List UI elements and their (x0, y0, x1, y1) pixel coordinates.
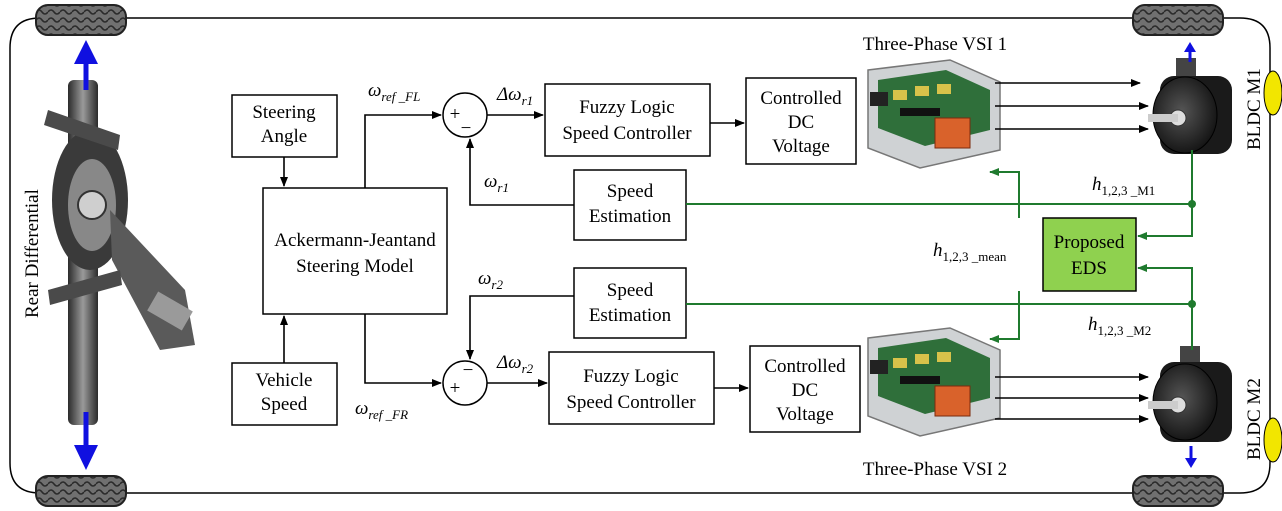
steering-model-line2: Steering Model (296, 256, 414, 277)
sum-top-plus: + (450, 104, 461, 125)
flc-bottom-line2: Speed Controller (566, 392, 696, 413)
axle-arrowhead-down-icon (74, 445, 98, 470)
signal-wires (280, 79, 1149, 423)
motor-m1-arrowhead-icon (1184, 42, 1196, 52)
vehicle-speed-line1: Vehicle (256, 370, 313, 391)
vsi1-label: Three-Phase VSI 1 (863, 34, 1007, 55)
rear-differential-icon (44, 80, 195, 425)
cdc-top-line2: DC (788, 112, 814, 133)
cdc-bottom-line1: Controlled (764, 356, 846, 377)
sum-bottom-plus: + (450, 378, 461, 399)
omega-ref-fl-label: ωref _FL (368, 80, 420, 104)
flc-top-line2: Speed Controller (562, 123, 692, 144)
junction-dot-m2 (1188, 300, 1196, 308)
hall-m1-label: h1,2,3 _M1 (1092, 174, 1155, 198)
omega-ref-fr-label: ωref _FR (355, 398, 408, 422)
bldc-motor-m1-icon (1148, 58, 1232, 154)
steering-model-block (262, 187, 448, 315)
inverter-vsi1-icon (867, 59, 1001, 169)
sum-top-minus: − (461, 118, 472, 139)
wheel-front-right-icon (1132, 4, 1224, 36)
steering-angle-line2: Angle (261, 126, 307, 147)
controlled-dc-top-block (745, 77, 857, 165)
bldc-motor-m2-icon (1148, 346, 1232, 442)
hall-feedback-wires (686, 150, 1193, 350)
vehicle-chassis-outline (9, 17, 1271, 494)
wheel-front-left-icon (35, 4, 127, 36)
fuzzy-controller-bottom-block (548, 351, 715, 425)
junction-dot-m1 (1188, 200, 1196, 208)
cdc-top-line1: Controlled (760, 88, 842, 109)
cdc-top-line3: Voltage (772, 136, 830, 157)
vehicle-speed-line2: Speed (261, 394, 308, 415)
indicator-top-icon (1263, 70, 1282, 116)
steering-angle-block (231, 94, 338, 158)
speed-estimation-bottom-block (573, 267, 687, 339)
delta-omega-r1-label: Δωr1 (496, 84, 533, 108)
steering-model-line1: Ackermann-Jeantand (274, 230, 436, 251)
hall-mean-label: h1,2,3 _mean (933, 240, 1007, 264)
bldc-m2-label: BLDC M2 (1244, 378, 1265, 460)
vehicle-speed-block (231, 362, 338, 426)
wheel-rear-right-icon (1132, 475, 1224, 507)
cdc-bottom-line3: Voltage (776, 404, 834, 425)
eds-line1: Proposed (1054, 232, 1125, 253)
speed-est-bottom-line1: Speed (607, 280, 654, 301)
omega-r2-label: ωr2 (478, 268, 503, 292)
bldc-m1-label: BLDC M1 (1244, 68, 1265, 150)
flc-bottom-line1: Fuzzy Logic (583, 366, 679, 387)
omega-r1-label: ωr1 (484, 171, 509, 195)
controlled-dc-bottom-block (749, 345, 861, 433)
speed-estimation-top-block (573, 169, 687, 241)
speed-est-top-line1: Speed (607, 181, 654, 202)
wheel-rear-left-icon (35, 475, 127, 507)
speed-est-top-line2: Estimation (589, 206, 672, 227)
vsi2-label: Three-Phase VSI 2 (863, 459, 1007, 480)
cdc-bottom-line2: DC (792, 380, 818, 401)
delta-omega-r2-label: Δωr2 (496, 352, 534, 376)
steering-angle-line1: Steering (252, 102, 316, 123)
motor-m2-arrowhead-icon (1185, 458, 1197, 468)
fuzzy-controller-top-block (544, 83, 711, 157)
flc-top-line1: Fuzzy Logic (579, 97, 675, 118)
proposed-eds-block (1042, 217, 1137, 292)
axle-arrowhead-up-icon (74, 40, 98, 64)
hall-m2-label: h1,2,3 _M2 (1088, 314, 1151, 338)
eds-line2: EDS (1071, 258, 1107, 279)
sum-bottom-minus: − (463, 360, 474, 381)
rear-differential-label: Rear Differential (22, 189, 43, 318)
indicator-bottom-icon (1263, 417, 1282, 463)
speed-est-bottom-line2: Estimation (589, 305, 672, 326)
inverter-vsi2-icon (867, 327, 1001, 437)
